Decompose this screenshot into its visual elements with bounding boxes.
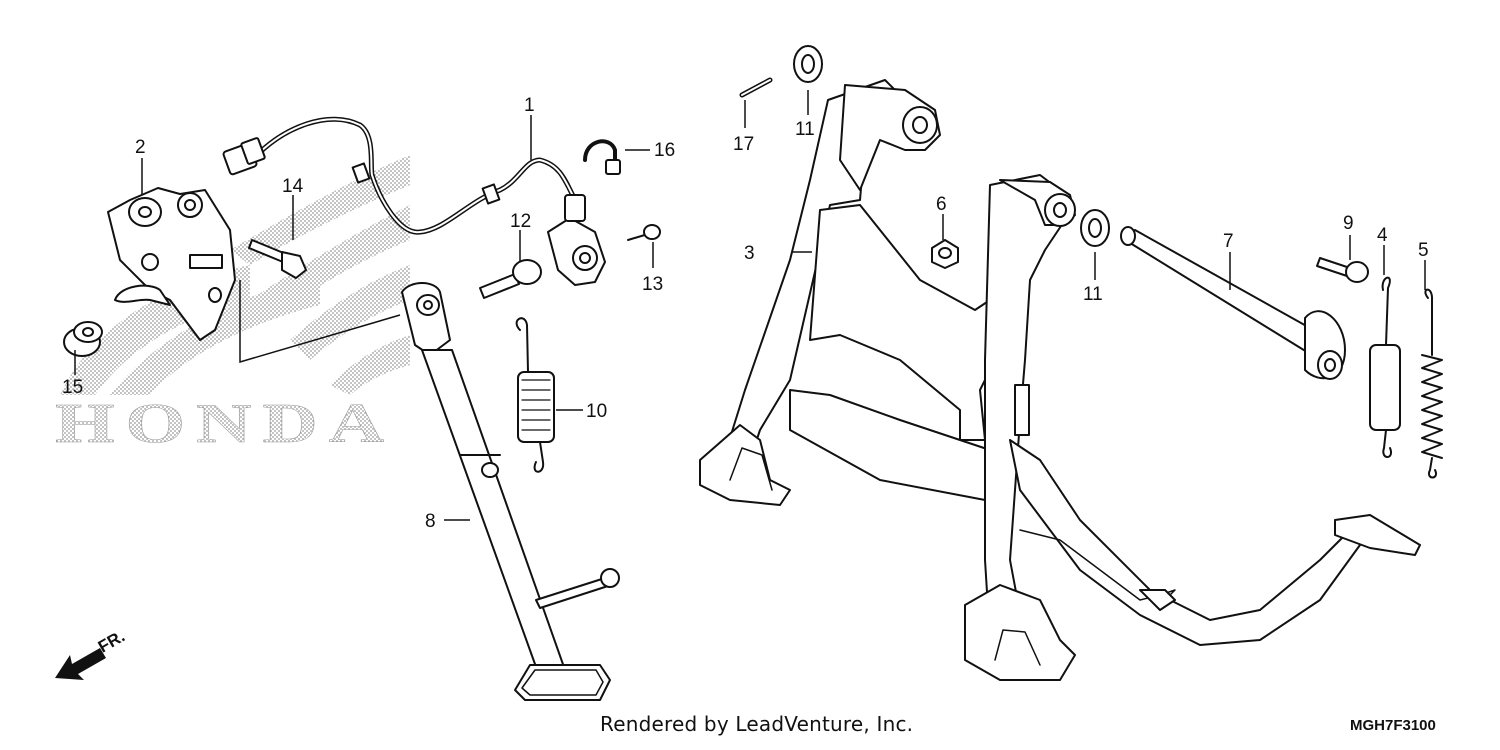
part-11-washer-top bbox=[793, 45, 823, 83]
part-2-switch-bracket bbox=[107, 187, 236, 341]
part-17-pin bbox=[739, 77, 773, 98]
diagram-code: MGH7F3100 bbox=[1350, 717, 1436, 734]
part-side-stand-switch bbox=[547, 194, 606, 286]
part-5-spring bbox=[1421, 288, 1443, 479]
callout-17: 17 bbox=[733, 134, 755, 155]
leader-lines bbox=[74, 90, 1426, 521]
part-15-grommet bbox=[63, 321, 103, 357]
part-14-bolt bbox=[248, 239, 307, 279]
callout-5: 5 bbox=[1418, 240, 1429, 261]
callout-1: 1 bbox=[524, 95, 535, 116]
callout-10: 10 bbox=[586, 401, 608, 422]
part-10-side-spring bbox=[515, 317, 555, 473]
render-credit: Rendered by LeadVenture, Inc. bbox=[600, 712, 914, 736]
honda-wing-logo bbox=[60, 155, 410, 395]
callout-2: 2 bbox=[135, 137, 146, 158]
part-16-clamp bbox=[583, 139, 621, 175]
callout-16: 16 bbox=[654, 140, 676, 161]
part-7-pivot-shaft bbox=[1120, 226, 1346, 380]
callout-7: 7 bbox=[1223, 231, 1234, 252]
part-13-screw bbox=[627, 224, 661, 241]
callout-11-top: 11 bbox=[795, 119, 815, 140]
part-9-bolt bbox=[1316, 257, 1369, 283]
harness-connector bbox=[222, 137, 266, 176]
callout-14: 14 bbox=[282, 176, 304, 197]
part-12-pivot-bolt bbox=[479, 259, 542, 299]
part-8-side-stand bbox=[401, 282, 620, 701]
callout-9: 9 bbox=[1343, 213, 1354, 234]
part-6-nut bbox=[931, 239, 959, 269]
harness-clamp-a bbox=[351, 162, 501, 205]
part-4-spring bbox=[1369, 276, 1401, 458]
callout-4: 4 bbox=[1377, 225, 1388, 246]
callout-11-mid: 11 bbox=[1083, 284, 1103, 305]
callout-12: 12 bbox=[510, 211, 532, 232]
honda-wordmark: HONDA bbox=[55, 393, 395, 455]
part-11-washer-mid bbox=[1080, 209, 1110, 247]
callout-13: 13 bbox=[642, 274, 664, 295]
callout-8: 8 bbox=[425, 511, 436, 532]
callout-3: 3 bbox=[744, 243, 755, 264]
part-3-main-stand bbox=[699, 79, 1421, 681]
front-direction-arrow-icon bbox=[55, 648, 106, 680]
callout-6: 6 bbox=[936, 194, 947, 215]
callout-15: 15 bbox=[62, 377, 84, 398]
part-1-switch-harness bbox=[249, 116, 578, 235]
